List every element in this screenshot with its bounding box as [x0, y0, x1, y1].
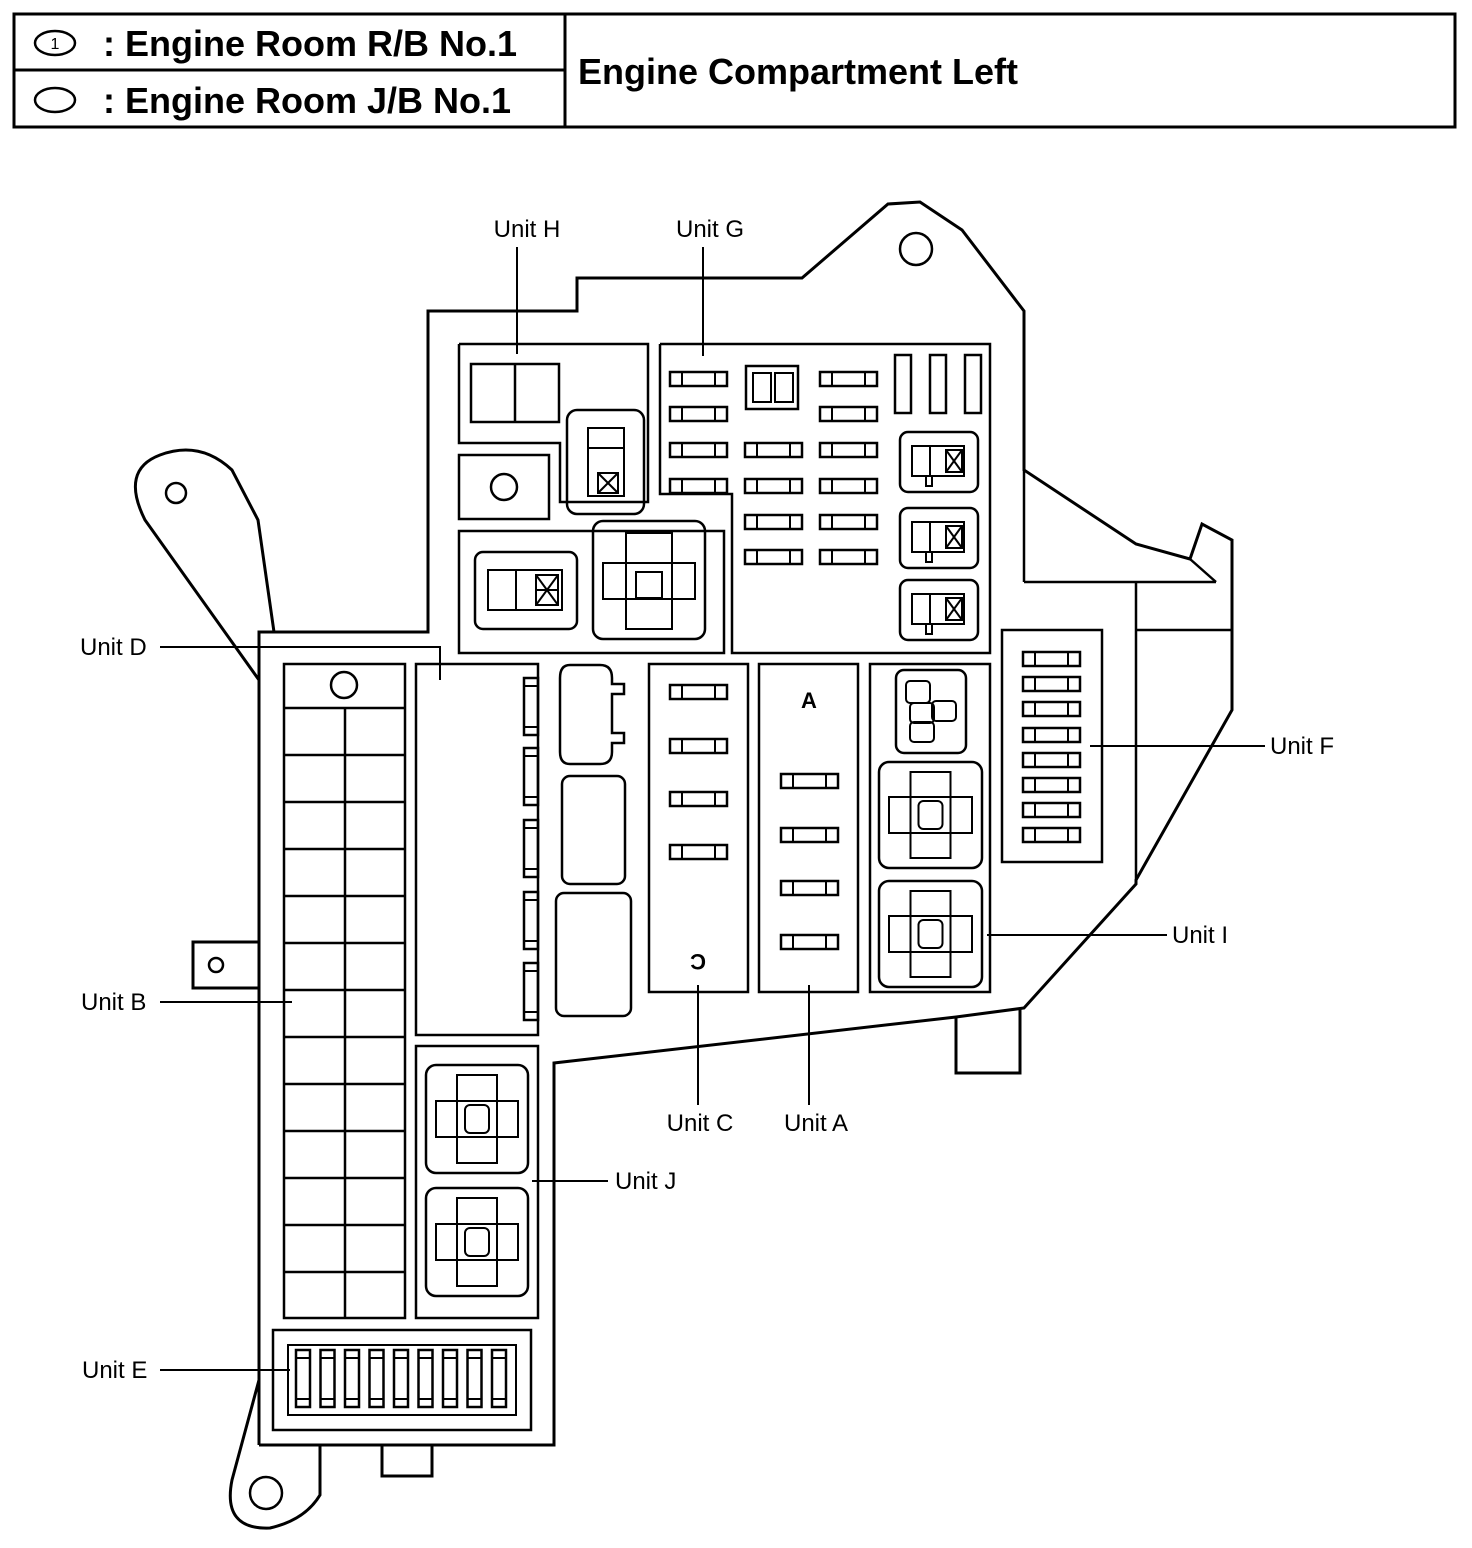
blade-fuse: [490, 1348, 508, 1409]
blade-fuse: [392, 1348, 410, 1409]
blade-fuse: [743, 548, 804, 566]
label-unit-h: Unit H: [494, 216, 561, 243]
unit-c-area: C: [647, 662, 750, 994]
unit-f-area: [1000, 628, 1104, 864]
plain-oval-symbol: [33, 86, 77, 114]
unit-i-area: [868, 662, 992, 994]
blade-fuse: [818, 405, 879, 423]
location-title: Engine Compartment Left: [578, 51, 1018, 92]
unit-g-area: [658, 342, 992, 655]
relay-zone: [457, 519, 726, 655]
blade-fuse: [668, 441, 729, 459]
blade-fuse: [1021, 801, 1082, 819]
legend-table: 1 : Engine Room R/B No.1 : Engine Room J…: [12, 12, 1457, 129]
blade-fuse: [818, 370, 879, 388]
blade-fuse: [522, 890, 540, 951]
label-unit-c: Unit C: [667, 1110, 734, 1137]
blade-fuse: [522, 746, 540, 807]
blade-fuse: [668, 370, 729, 388]
housing-outline: [133, 200, 1234, 1530]
blade-fuse: [522, 818, 540, 879]
unit-b-area: [282, 662, 407, 1320]
label-unit-g: Unit G: [676, 216, 744, 243]
mini-relay: [898, 578, 980, 642]
unit-a-area: A: [757, 662, 860, 994]
block-c-mark: C: [690, 949, 706, 974]
label-unit-f: Unit F: [1270, 733, 1334, 760]
label-unit-e: Unit E: [82, 1357, 147, 1384]
blade-fuse: [522, 961, 540, 1022]
blade-fuse: [319, 1348, 336, 1409]
svg-text:1: 1: [51, 36, 60, 53]
blade-fuse: [522, 676, 540, 737]
blade-fuse: [743, 477, 804, 495]
blade-fuse: [779, 772, 840, 790]
label-unit-i: Unit I: [1172, 922, 1228, 949]
blade-fuse: [779, 879, 840, 897]
blade-fuse: [743, 513, 804, 531]
relay: [877, 760, 984, 870]
legend-junction-block-text: : Engine Room J/B No.1: [103, 80, 511, 121]
labels: Unit H Unit G Unit D Unit F Unit B Unit …: [80, 216, 1334, 1384]
blade-fuse: [668, 405, 729, 423]
label-unit-a: Unit A: [784, 1110, 848, 1137]
blade-fuse: [1021, 751, 1082, 769]
blade-fuse: [417, 1348, 434, 1409]
blade-fuse: [818, 513, 879, 531]
blade-fuse: [1021, 650, 1082, 668]
blade-fuse: [368, 1348, 385, 1409]
blade-fuse: [1021, 826, 1082, 844]
unit-j-area: [414, 1044, 540, 1320]
relay: [424, 1063, 530, 1175]
connector-column: [554, 663, 633, 1018]
blade-fuse: [668, 790, 729, 808]
blade-fuse: [743, 441, 804, 459]
blade-fuse: [1021, 700, 1082, 718]
blade-fuse: [1021, 675, 1082, 693]
mini-relay: [898, 506, 980, 570]
mini-relay: [898, 430, 980, 494]
unit-d-area: [414, 662, 540, 1037]
label-unit-j: Unit J: [615, 1168, 676, 1195]
block-a-mark: A: [801, 688, 817, 713]
numbered-oval-symbol: 1: [33, 29, 77, 57]
blade-fuse: [779, 826, 840, 844]
blade-fuse: [668, 477, 729, 495]
relay: [424, 1186, 530, 1298]
blade-fuse: [818, 548, 879, 566]
blade-fuse: [343, 1348, 361, 1409]
blade-fuse: [1021, 726, 1082, 744]
blade-fuse: [779, 933, 840, 951]
legend-relay-block-text: : Engine Room R/B No.1: [103, 23, 517, 64]
blade-fuse: [466, 1348, 483, 1409]
relay: [877, 879, 984, 989]
blade-fuse: [441, 1348, 459, 1409]
blade-fuse: [668, 683, 729, 701]
label-unit-d: Unit D: [80, 634, 147, 661]
blade-fuse: [818, 441, 879, 459]
unit-e-area: [271, 1328, 533, 1432]
blade-fuse: [1021, 776, 1082, 794]
label-unit-b: Unit B: [81, 989, 146, 1016]
unit-h-area: [457, 342, 650, 521]
blade-fuse: [294, 1348, 312, 1409]
blade-fuse: [818, 477, 879, 495]
blade-fuse: [668, 737, 729, 755]
blade-fuse: [668, 843, 729, 861]
